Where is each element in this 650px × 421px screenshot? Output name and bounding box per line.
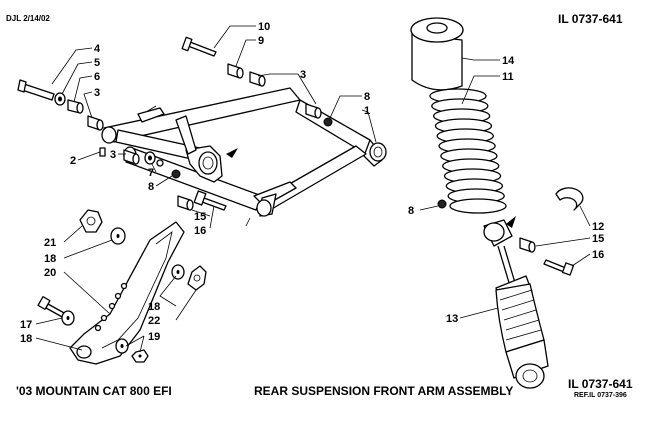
model-name: '03 MOUNTAIN CAT 800 EFI <box>16 384 172 398</box>
bolt-4 <box>17 79 55 101</box>
bushing-6 <box>67 99 84 114</box>
callout-3: 3 <box>110 149 116 161</box>
callout-3: 3 <box>94 87 100 99</box>
illustration-id-bottom: IL 0737-641 <box>568 377 633 391</box>
reference-id: REF.IL 0737-396 <box>574 392 627 399</box>
knob-21 <box>79 209 103 233</box>
washer-18-left <box>61 310 75 326</box>
callout-21: 21 <box>44 237 56 249</box>
callout-7: 7 <box>148 167 154 179</box>
locknut-8-top <box>323 117 333 127</box>
washer-5 <box>54 92 66 106</box>
callout-4: 4 <box>94 43 101 55</box>
drawing-code: DJL 2/14/02 <box>6 14 50 23</box>
callout-11: 11 <box>502 71 514 83</box>
bolt-17 <box>37 296 67 319</box>
bushing-15 <box>177 195 194 211</box>
bolt-16-shock <box>543 259 575 276</box>
callout-labels: 4 5 6 3 10 9 3 8 1 2 3 7 8 15 16 21 18 2… <box>20 21 604 345</box>
shock-absorber-13 <box>483 219 549 389</box>
callout-18: 18 <box>44 253 56 265</box>
bushing-3-top <box>249 71 266 87</box>
callout-1: 1 <box>364 105 370 117</box>
bushing-3-lower <box>123 149 140 165</box>
spring-coil <box>449 198 507 214</box>
callout-15: 15 <box>194 211 206 223</box>
callout-20: 20 <box>44 267 56 279</box>
callout-8: 8 <box>408 205 414 217</box>
illustration-id-top: IL 0737-641 <box>558 12 623 26</box>
callout-22: 22 <box>148 315 160 327</box>
bolt-16 <box>193 190 227 211</box>
nut-19 <box>131 349 149 363</box>
callout-13: 13 <box>446 313 458 325</box>
assembly-title: REAR SUSPENSION FRONT ARM ASSEMBLY <box>254 384 514 398</box>
orientation-arrow <box>506 216 516 228</box>
callout-17: 17 <box>20 319 32 331</box>
callout-8: 8 <box>148 181 154 193</box>
callout-2: 2 <box>70 155 76 167</box>
bushing-9 <box>227 63 244 79</box>
callout-12: 12 <box>592 221 604 233</box>
spring-retainer-12 <box>555 187 584 211</box>
washer-7 <box>144 151 164 167</box>
callout-10: 10 <box>258 21 270 33</box>
locknut-8 <box>171 169 181 179</box>
washer-18-right <box>171 264 185 280</box>
bushing-3 <box>87 115 104 131</box>
callout-18: 18 <box>20 333 32 345</box>
callout-3: 3 <box>300 69 306 81</box>
orientation-arrow <box>226 148 238 158</box>
bushing-3-right <box>305 103 322 119</box>
bushing-15-shock <box>519 237 536 253</box>
bump-stop-boot-14 <box>410 17 464 91</box>
locknut-8-shock <box>437 199 447 209</box>
callout-18: 18 <box>148 301 160 313</box>
callout-5: 5 <box>94 57 100 69</box>
wing-nut-22 <box>187 265 207 291</box>
callout-9: 9 <box>258 35 264 47</box>
callout-16: 16 <box>194 225 206 237</box>
washer-18-top <box>110 227 126 245</box>
leader-lines <box>35 25 591 353</box>
callout-19: 19 <box>148 331 160 343</box>
washer-18-lower <box>115 338 129 354</box>
callout-6: 6 <box>94 71 100 83</box>
callout-8: 8 <box>364 91 370 103</box>
callout-16: 16 <box>592 249 604 261</box>
coil-spring-11 <box>429 88 507 214</box>
limiter-strap-20 <box>69 221 185 365</box>
callout-14: 14 <box>502 55 515 67</box>
callout-15: 15 <box>592 233 604 245</box>
grease-fitting-2 <box>99 147 106 157</box>
bolt-10 <box>181 36 217 57</box>
